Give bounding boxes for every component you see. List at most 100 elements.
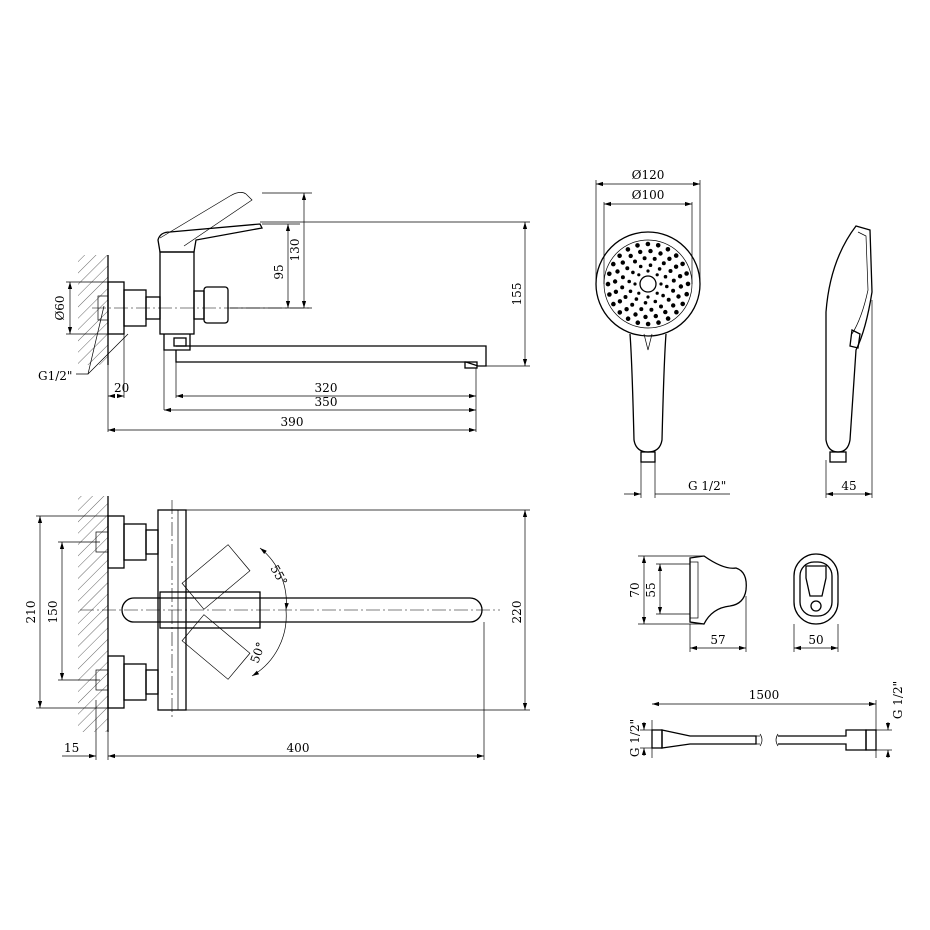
nozzle-dot (639, 307, 644, 312)
angle-55: 55° (267, 563, 290, 588)
nozzle-dot (666, 297, 671, 302)
nozzle-dot (620, 285, 625, 290)
nozzle-dot (617, 299, 623, 304)
nozzle-dot (663, 274, 668, 279)
nozzle-dot (612, 279, 618, 284)
dim-thread-right: G 1/2" (891, 681, 905, 719)
dim-d60: Ø60 (53, 295, 67, 320)
nozzle-dot (655, 243, 661, 248)
nozzle-dot (648, 248, 653, 254)
hose-end (778, 729, 867, 751)
nozzle-dot (648, 263, 653, 268)
dim-45: 45 (841, 479, 856, 493)
nozzle-dot (661, 293, 665, 298)
nozzle-dot (627, 279, 631, 284)
nozzle-dot (646, 295, 650, 299)
nozzle-dot (631, 270, 635, 275)
nozzle-dot (625, 247, 631, 252)
nozzle-dot (645, 241, 651, 247)
nozzle-dot (643, 314, 648, 320)
nozzle-dot (680, 301, 685, 307)
nozzle-dot (665, 316, 671, 321)
nozzle-dot (668, 269, 673, 273)
dim-d120: Ø120 (632, 168, 665, 182)
nozzle-dot (628, 289, 633, 294)
spout (175, 345, 487, 367)
nozzle-dot (633, 259, 637, 264)
nozzle-dot (628, 253, 633, 259)
connector (640, 451, 656, 463)
thread-label: G1/2" (38, 369, 72, 383)
nozzle-dot (637, 273, 641, 277)
hose-cone (661, 729, 757, 749)
nozzle-dot (611, 261, 616, 267)
nozzle-dot (655, 291, 659, 295)
nozzle-dot (607, 271, 612, 277)
nozzles (605, 241, 691, 327)
head-outer (595, 231, 701, 337)
dim-20: 20 (114, 381, 129, 395)
nozzle-dot (677, 274, 683, 279)
nozzle-dot (623, 295, 628, 299)
nozzle-dot (637, 291, 641, 295)
shower-head-side: 45 (825, 225, 873, 498)
nozzle-dot (642, 256, 647, 261)
shower-head: Ø120 Ø100 G 1/2" (595, 168, 730, 498)
nozzle-dot (633, 282, 637, 286)
dim-150: 150 (46, 601, 60, 624)
nozzle-dot (620, 260, 625, 265)
nozzle-dot (630, 302, 635, 307)
nozzle-dot (645, 321, 651, 327)
dim-130: 130 (288, 239, 302, 262)
nozzle-dot (624, 307, 629, 312)
nozzle-dot (611, 301, 616, 307)
dim-70: 70 (628, 582, 642, 597)
nozzle-dot (678, 284, 684, 289)
diverter-knob (193, 290, 205, 320)
nozzle-dot (674, 309, 679, 315)
nozzle-dot (661, 261, 666, 266)
nozzle-dot (625, 266, 630, 271)
dim-thread-left: G 1/2" (628, 719, 642, 757)
head-profile (825, 225, 873, 453)
nozzle-dot (638, 249, 643, 255)
dim-320: 320 (315, 381, 338, 395)
dim-55: 55 (644, 582, 658, 597)
nozzle-dot (615, 269, 620, 274)
holder-front-outline (793, 553, 839, 625)
nozzle-dot (667, 256, 672, 261)
dim-1500: 1500 (749, 688, 780, 702)
lever (157, 223, 263, 253)
dim-50: 50 (808, 633, 823, 647)
nozzle-dot (633, 312, 638, 317)
nozzle-dot (605, 281, 611, 287)
nozzle-dot (653, 299, 658, 304)
dim-210: 210 (24, 601, 38, 624)
nozzle-dot (655, 273, 659, 277)
nozzle-dot (673, 253, 679, 258)
nozzle-dot (613, 289, 619, 294)
nozzle-dot (680, 261, 685, 267)
nozzle-dot (634, 297, 639, 301)
dim-thread-head: G 1/2" (688, 479, 726, 493)
nozzle-dot (643, 301, 648, 305)
nozzle-dot (665, 284, 669, 289)
nozzle-dot (658, 251, 663, 256)
nozzle-dot (673, 264, 679, 269)
nozzle-dot (671, 303, 676, 308)
nozzle-dot (685, 281, 691, 287)
nozzle-dot (656, 320, 661, 325)
nozzle-dot (684, 271, 689, 276)
dim-d100: Ø100 (632, 188, 665, 202)
handle (629, 333, 667, 453)
nozzle-dot (671, 288, 676, 293)
nozzle-dot (617, 253, 622, 259)
spout-top (121, 597, 483, 623)
holder-profile (689, 555, 747, 625)
dim-15: 15 (64, 741, 79, 755)
nozzle-dot (652, 256, 657, 261)
dim-350: 350 (315, 395, 338, 409)
holder-front: 50 (793, 553, 839, 652)
nozzle-dot (617, 310, 623, 315)
